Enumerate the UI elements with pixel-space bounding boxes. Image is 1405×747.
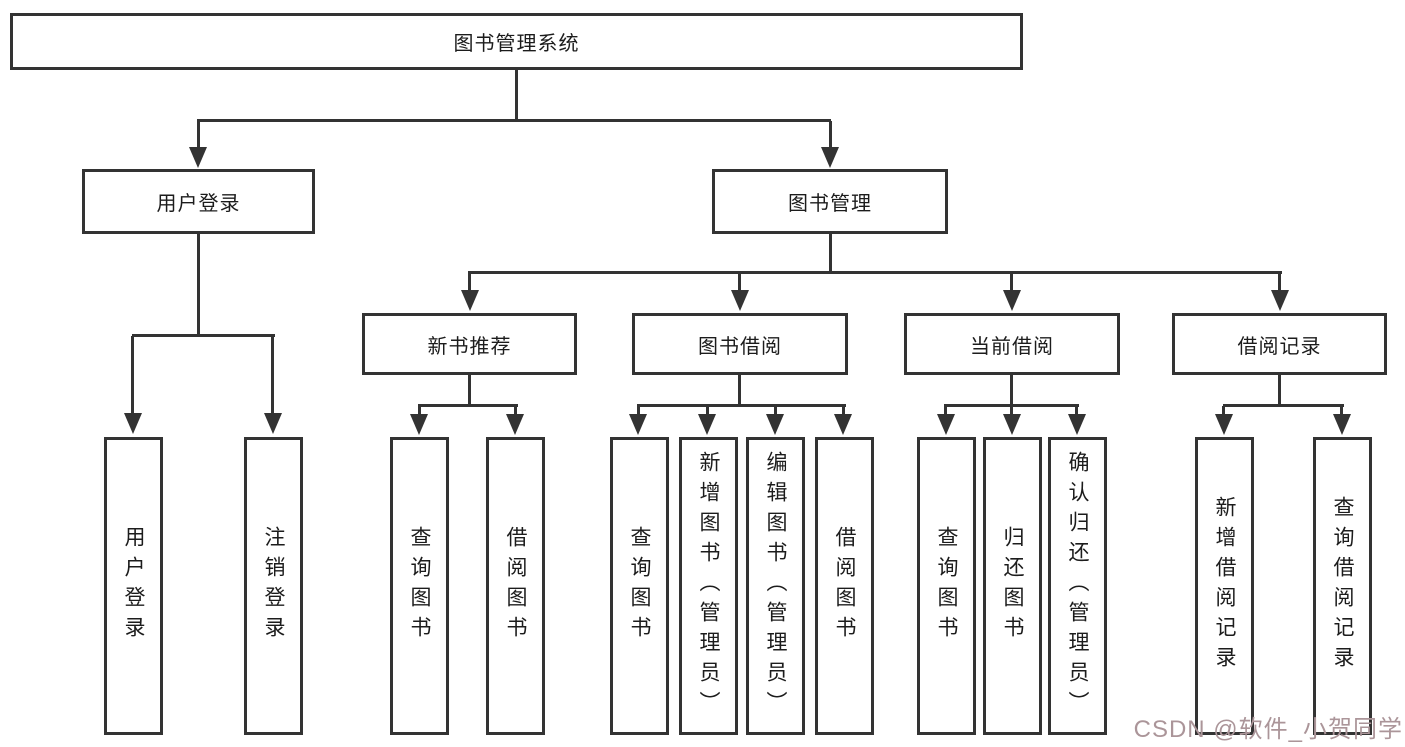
connector-line [418,406,421,415]
arrow-down-icon [629,414,647,435]
leaf-borrow-books-2: 借阅图书 [815,437,874,735]
node-current-borrowing: 当前借阅 [904,313,1120,375]
arrow-down-icon [821,147,839,168]
leaf-add-borrow-record: 新增借阅记录 [1195,437,1254,735]
leaf-query-borrow-record: 查询借阅记录 [1313,437,1372,735]
connector-line [842,406,845,415]
connector-line [1222,406,1225,415]
leaf-borrow-books-1: 借阅图书 [486,437,545,735]
leaf-query-books-3-label: 查询图书 [935,526,958,646]
connector-line [637,406,640,415]
leaf-query-books-3: 查询图书 [917,437,976,735]
connector-line [197,119,831,122]
connector-line [706,406,709,415]
leaf-user-login-label: 用户登录 [122,526,145,646]
connector-line [1010,273,1013,291]
arrow-down-icon [1003,414,1021,435]
leaf-borrow-books-1-label: 借阅图书 [504,526,527,646]
connector-line [514,406,517,415]
connector-line [271,336,274,414]
leaf-user-login: 用户登录 [104,437,163,735]
arrow-down-icon [461,290,479,311]
connector-line [197,234,200,335]
connector-line [1010,406,1013,415]
arrow-down-icon [410,414,428,435]
leaf-logout: 注销登录 [244,437,303,735]
leaf-query-borrow-record-label: 查询借阅记录 [1331,496,1354,676]
arrow-down-icon [937,414,955,435]
leaf-edit-book-admin: 编辑图书（管理员） [746,437,805,735]
connector-line [944,406,947,415]
leaf-add-book-admin: 新增图书（管理员） [679,437,738,735]
leaf-confirm-return-admin: 确认归还（管理员） [1048,437,1107,735]
leaf-query-books-2: 查询图书 [610,437,669,735]
connector-line [944,404,1079,407]
connector-line [738,375,741,406]
node-user-login: 用户登录 [82,169,315,234]
connector-line [131,336,134,414]
arrow-down-icon [506,414,524,435]
arrow-down-icon [731,290,749,311]
connector-line [1340,406,1343,415]
node-book-management-system: 图书管理系统 [10,13,1023,70]
leaf-borrow-books-2-label: 借阅图书 [833,526,856,646]
connector-line [1278,273,1281,291]
connector-line [1223,404,1344,407]
node-book-management: 图书管理 [712,169,948,234]
connector-line [1278,375,1281,406]
leaf-return-books: 归还图书 [983,437,1042,735]
connector-line [637,404,846,407]
arrow-down-icon [1271,290,1289,311]
connector-line [515,70,518,120]
connector-line [468,273,471,291]
arrow-down-icon [1003,290,1021,311]
arrow-down-icon [698,414,716,435]
connector-line [774,406,777,415]
arrow-down-icon [189,147,207,168]
node-book-borrowing: 图书借阅 [632,313,848,375]
connector-line [738,273,741,291]
arrow-down-icon [1215,414,1233,435]
connector-line [1075,406,1078,415]
leaf-add-book-admin-label: 新增图书（管理员） [697,451,720,721]
connector-line [468,375,471,406]
leaf-query-books-1: 查询图书 [390,437,449,735]
leaf-query-books-1-label: 查询图书 [408,526,431,646]
watermark: CSDN @软件_小贺同学 [1133,716,1403,743]
connector-line [468,271,1282,274]
arrow-down-icon [124,413,142,434]
arrow-down-icon [1333,414,1351,435]
connector-line [418,404,518,407]
connector-line [197,121,200,148]
arrow-down-icon [1068,414,1086,435]
leaf-add-borrow-record-label: 新增借阅记录 [1213,496,1236,676]
arrow-down-icon [766,414,784,435]
connector-line [829,121,832,148]
connector-line [1010,375,1013,406]
leaf-edit-book-admin-label: 编辑图书（管理员） [764,451,787,721]
connector-line [132,334,275,337]
leaf-confirm-return-admin-label: 确认归还（管理员） [1066,451,1089,721]
leaf-logout-label: 注销登录 [262,526,285,646]
leaf-query-books-2-label: 查询图书 [628,526,651,646]
node-borrowing-records: 借阅记录 [1172,313,1387,375]
arrow-down-icon [834,414,852,435]
arrow-down-icon [264,413,282,434]
node-new-book-recommend: 新书推荐 [362,313,577,375]
connector-line [829,234,832,272]
leaf-return-books-label: 归还图书 [1001,526,1024,646]
